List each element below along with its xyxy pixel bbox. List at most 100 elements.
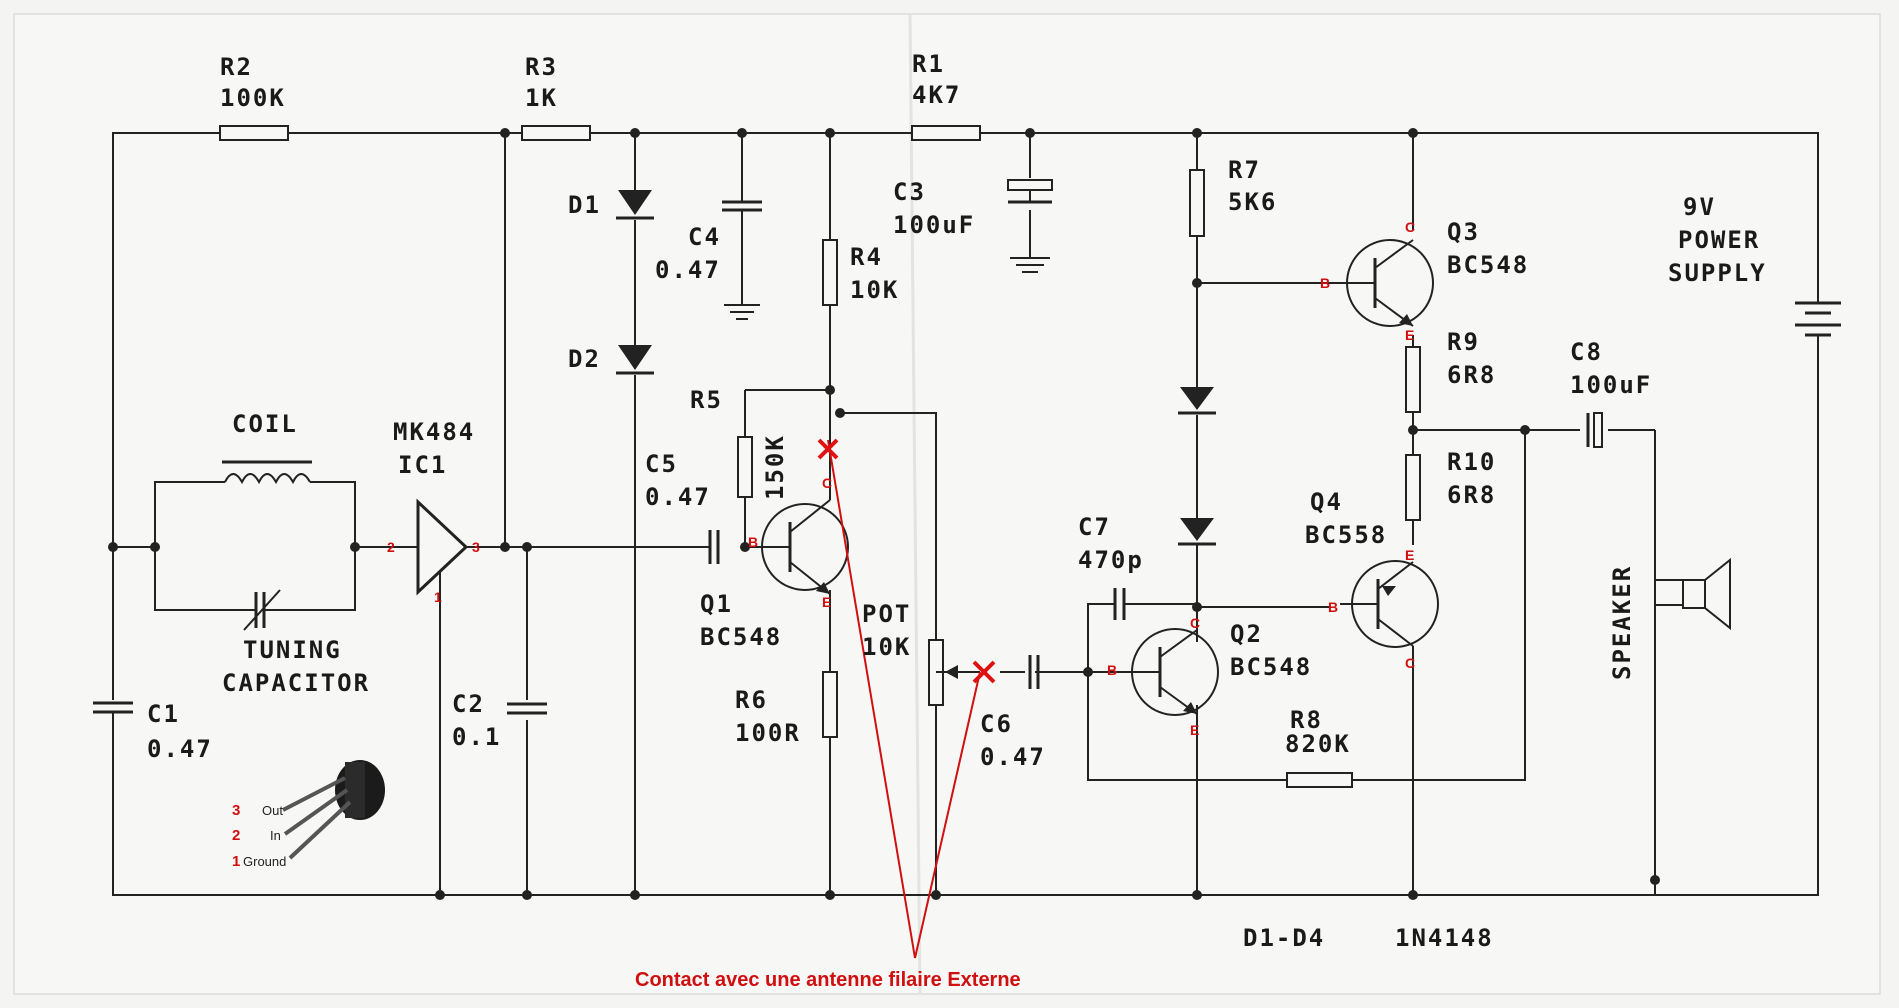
label-coil: COIL [232, 410, 298, 438]
pinout-out-label: Out [262, 803, 283, 818]
label-r9: R9 [1447, 328, 1480, 356]
pin-q4-b: B [1328, 599, 1338, 615]
transistor-q3 [1330, 239, 1434, 327]
diode-d3 [1178, 518, 1216, 546]
label-r5-value: 150K [761, 434, 789, 500]
pinout-ground-label: Ground [243, 854, 286, 869]
label-r7-value: 5K6 [1228, 188, 1277, 216]
label-c6: C6 [980, 710, 1013, 738]
pin-q1-c: C [822, 475, 832, 491]
antenna-note: Contact avec une antenne filaire Externe [635, 969, 1021, 991]
label-r6-value: 100R [735, 719, 801, 747]
label-c5: C5 [645, 450, 678, 478]
capacitor-c5 [708, 530, 720, 564]
label-r4-value: 10K [850, 276, 899, 304]
pin-q3-e: E [1405, 327, 1414, 343]
pin-q3-c: C [1405, 219, 1415, 235]
capacitor-c3 [1007, 179, 1053, 273]
label-r8-value: 820K [1285, 730, 1351, 758]
resistor-r4 [822, 239, 838, 306]
label-pot-value: 10K [862, 633, 911, 661]
capacitor-c2 [507, 547, 547, 715]
label-c2: C2 [452, 690, 485, 718]
resistor-r1 [911, 125, 981, 141]
diode-d1 [616, 190, 654, 220]
label-r8: R8 [1290, 706, 1323, 734]
label-c3: C3 [893, 178, 926, 206]
label-q4: Q4 [1310, 488, 1343, 516]
ic-mk484 [395, 498, 475, 596]
capacitor-c1 [93, 701, 133, 720]
label-r6: R6 [735, 686, 768, 714]
pin-q3-b: B [1320, 275, 1330, 291]
diode-d2 [616, 345, 654, 375]
capacitor-c6 [1028, 655, 1040, 689]
resistor-r3 [521, 125, 591, 141]
capacitor-c4 [722, 200, 762, 320]
label-q1-value: BC548 [700, 623, 782, 651]
label-c3-value: 100uF [893, 211, 975, 239]
label-r1-value: 4K7 [912, 81, 961, 109]
label-c5-value: 0.47 [645, 483, 711, 511]
label-r4: R4 [850, 243, 883, 271]
resistor-r6 [822, 671, 838, 738]
resistor-r9 [1405, 346, 1421, 413]
label-mk484: MK484 [393, 418, 475, 446]
label-tuning-1: TUNING [243, 636, 342, 664]
resistor-r7 [1189, 169, 1205, 237]
capacitor-c7 [1113, 588, 1126, 620]
label-r7: R7 [1228, 156, 1261, 184]
label-diode-type: 1N4148 [1395, 924, 1494, 952]
capacitor-c8 [1586, 412, 1603, 448]
pinout-number-1: 1 [232, 853, 240, 870]
label-c8: C8 [1570, 338, 1603, 366]
pin-q1-e: E [822, 594, 831, 610]
label-q3-value: BC548 [1447, 251, 1529, 279]
label-q2-value: BC548 [1230, 653, 1312, 681]
diode-d4 [1178, 387, 1216, 415]
pin-ic-out: 3 [472, 539, 480, 555]
label-c4: C4 [688, 223, 721, 251]
potentiometer [928, 639, 978, 706]
label-c7-value: 470p [1078, 546, 1144, 574]
label-tuning-2: CAPACITOR [222, 669, 370, 697]
antenna-annotation [817, 438, 996, 959]
label-r3: R3 [525, 53, 558, 81]
label-diodes: D1-D4 [1243, 924, 1325, 952]
label-r1: R1 [912, 50, 945, 78]
pin-q2-e: E [1190, 722, 1199, 738]
resistor-r8 [1286, 772, 1353, 788]
label-r2-value: 100K [220, 84, 286, 112]
pinout-in-label: In [270, 828, 281, 843]
label-d1: D1 [568, 191, 601, 219]
label-c2-value: 0.1 [452, 723, 501, 751]
wires [112, 132, 1819, 896]
label-power-2: POWER [1678, 226, 1760, 254]
paper-fold [908, 13, 922, 995]
pin-q1-b: B [748, 534, 758, 550]
label-c6-value: 0.47 [980, 743, 1046, 771]
pin-q4-c: C [1405, 655, 1415, 671]
label-q2: Q2 [1230, 620, 1263, 648]
label-c7: C7 [1078, 513, 1111, 541]
coil [222, 460, 312, 485]
label-q3: Q3 [1447, 218, 1480, 246]
label-q4-value: BC558 [1305, 521, 1387, 549]
label-r9-value: 6R8 [1447, 361, 1496, 389]
label-r2: R2 [220, 53, 253, 81]
transistor-q4 [1340, 560, 1439, 660]
transistor-q2 [1130, 628, 1219, 716]
resistor-r2 [219, 125, 289, 141]
label-d2: D2 [568, 345, 601, 373]
pin-q2-b: B [1107, 662, 1117, 678]
resistor-r5 [737, 436, 753, 498]
resistor-r10 [1405, 454, 1421, 521]
label-c1-value: 0.47 [147, 735, 213, 763]
label-c4-value: 0.47 [655, 256, 721, 284]
label-r10: R10 [1447, 448, 1496, 476]
label-r3-value: 1K [525, 84, 558, 112]
label-power-3: SUPPLY [1668, 259, 1767, 287]
label-power-1: 9V [1683, 193, 1716, 221]
speaker-symbol [1655, 557, 1731, 631]
